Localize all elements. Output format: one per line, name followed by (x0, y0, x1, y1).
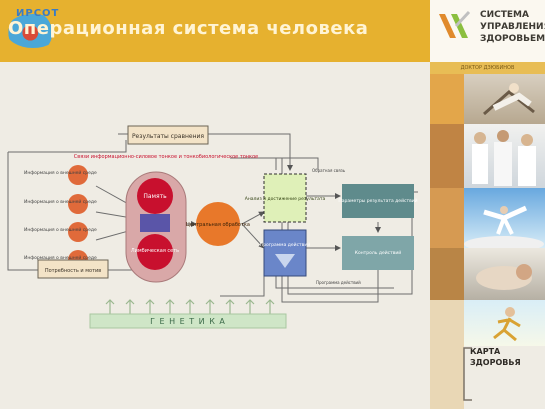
photo-treatment (464, 248, 545, 300)
input-node (68, 222, 88, 242)
result-params-box (342, 184, 414, 218)
input-label: Информация о внешней среде (24, 226, 97, 233)
genetics-bar (89, 313, 287, 329)
memory-label: Память (143, 193, 167, 200)
treatment-icon (476, 264, 532, 290)
input-label: Информация о внешней среде (24, 198, 97, 205)
photo-strip (430, 124, 464, 188)
memory-node (137, 178, 173, 214)
input-label: Информация о внешней среде (24, 169, 97, 176)
program-box (263, 229, 307, 277)
result-params-label: Параметры результата действий (338, 197, 417, 204)
input-node (68, 194, 88, 214)
brand-subtitle: ДОКТОР ДЗЮБИНОВ (430, 62, 545, 74)
health-card-title: КАРТА ЗДОРОВЬЯ (470, 346, 521, 368)
photo-strip (430, 248, 464, 300)
photo-strip (430, 74, 464, 124)
brand-line-1: СИСТЕМА (480, 10, 529, 20)
slide-header: ИРСОТ Операционная система человека (0, 0, 430, 62)
program-box-label: Программа действий (260, 241, 310, 248)
card-line-2: ЗДОРОВЬЯ (470, 358, 521, 367)
central-processing-node (196, 202, 240, 246)
photo-strip (430, 188, 464, 248)
feedback-label: Обратная связь (312, 168, 346, 173)
input-nodes (68, 165, 88, 270)
photo-doctors (464, 124, 545, 188)
central-processing-label: Центральная обработка (186, 222, 250, 228)
program-triangle-icon (275, 254, 295, 268)
photo-reclining-woman (464, 74, 545, 124)
logo-icon (6, 14, 60, 48)
system-diagram: Результаты сравнения Связи информационно… (7, 125, 418, 329)
core-link-box (140, 214, 170, 232)
person-lounge-icon (483, 83, 535, 116)
card-line-1: КАРТА (470, 347, 501, 356)
limbic-node (137, 234, 173, 270)
top-result-label: Результаты сравнения (132, 133, 204, 140)
brand-line-2: УПРАВЛЕНИЯ (480, 22, 545, 32)
doctors-icon (472, 130, 536, 186)
photo-jump (464, 188, 545, 248)
logo-text: ИРСОТ (16, 8, 60, 19)
brand-panel: СИСТЕМА УПРАВЛЕНИЯ ЗДОРОВЬЕМ 16 (430, 0, 545, 62)
red-caption: Связи информационно-силовое тонкое и тон… (74, 154, 258, 160)
genetics-label: Г Е Н Е Т И К А (150, 317, 226, 326)
control-box (342, 236, 414, 270)
photo-strip (430, 300, 464, 409)
top-result-box (127, 125, 209, 145)
input-label: Информация о внешней среде (24, 254, 97, 261)
jumping-person-icon (464, 205, 544, 248)
analysis-label: Анализ и достижение результата (245, 196, 326, 202)
slide-title: Операционная система человека (8, 18, 369, 39)
bracket-icon (463, 347, 472, 401)
analysis-box (263, 173, 307, 223)
input-node (68, 165, 88, 185)
genetics-arrows (105, 299, 275, 314)
photo-runner (464, 300, 545, 346)
limbic-label: Лимбическая сеть (131, 248, 179, 254)
need-motive-label: Потребность и мотив (45, 268, 101, 274)
control-label: Контроль действий (355, 249, 402, 256)
brand-logo-icon (439, 10, 471, 38)
runner-icon (493, 307, 521, 342)
program-label: Программа действий (316, 280, 361, 285)
brand-line-3: ЗДОРОВЬЕМ (480, 34, 545, 44)
need-motive-box (37, 259, 109, 279)
